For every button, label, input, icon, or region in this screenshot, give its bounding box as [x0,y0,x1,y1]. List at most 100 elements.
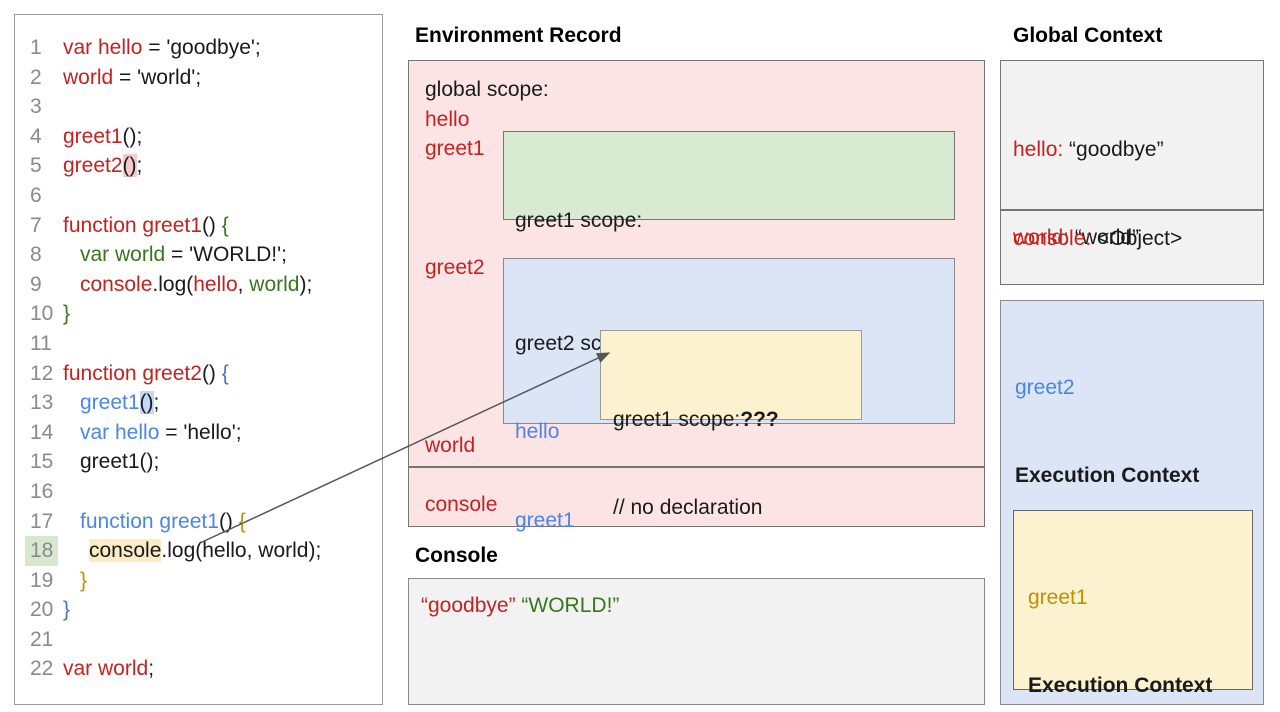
text-token: var world [80,243,166,267]
text-token: greet1 [63,124,123,148]
text-token: , [237,272,250,296]
line-number: 9 [30,272,42,296]
text-token: () [139,391,154,415]
global-context-row-hello: hello: “goodbye” [1013,135,1189,165]
text-token: “goodbye” [421,594,516,617]
greet2-context-name: greet2 [1015,375,1075,399]
code-text: var hello = 'goodbye'; [63,33,261,63]
text-token: hello [193,272,238,296]
text-token: () [201,213,222,237]
line-number: 13 [30,391,54,415]
code-line: 1 var hello = 'goodbye'; [15,33,382,63]
line-number: 2 [30,65,42,89]
code-line: 16 [15,477,382,507]
line-number: 4 [30,124,42,148]
global-context-title: Global Context [1013,24,1163,47]
global-scope-label: global scope: [425,78,549,101]
line-number: 11 [30,331,52,355]
line-number: 7 [30,213,42,237]
line-number: 16 [30,479,54,503]
code-line: 7 function greet1() { [15,211,382,241]
line-number: 5 [30,154,42,178]
text-token: “WORLD!” [521,594,620,617]
code-text: } [80,566,87,596]
greet1-execution-context-box [1013,510,1253,690]
text-token: ); [299,272,313,296]
text-token: world [63,65,114,89]
text-token: hello: [1013,137,1064,161]
text-token: .log( [152,272,194,296]
text-token: world [249,272,300,296]
text-token: { [238,509,246,533]
text-token: var hello [63,36,143,59]
code-text: function greet1() { [80,507,246,537]
line-number: 20 [30,598,54,622]
code-text: } [63,299,70,329]
text-token: ; [148,657,155,681]
line-number: 1 [30,36,42,59]
text-token: ??? [740,407,779,431]
text-token: greet1 [80,391,140,415]
line-number: 6 [30,183,42,207]
code-text: console.log(hello, world); [80,270,312,300]
global-var-hello: hello [425,107,470,131]
code-lines: 1 var hello = 'goodbye'; 2 world = 'world';… [15,33,382,684]
text-token: } [63,598,71,622]
line-number: 12 [30,361,54,385]
text-token: “world” [1069,226,1140,249]
text-token: } [63,302,71,326]
text-token: { [221,213,229,237]
greet1-inner-scope-box [600,330,862,420]
text-token: ; [153,391,160,415]
code-line: 4 greet1(); [15,122,382,152]
code-line: 10} [15,299,382,329]
global-var-console: console [425,492,498,516]
line-number: 15 [30,450,54,474]
code-line: 6 [15,181,382,211]
text-token: function greet2 [63,361,202,385]
line-number: 10 [30,302,54,326]
no-declaration-comment: // no declaration [613,496,763,519]
line-number: 18 [25,536,59,566]
greet1-scope-title: greet1 scope: [515,209,643,232]
text-token: console [89,539,162,563]
text-token: (); [122,124,143,148]
greet1-scope-box [503,131,955,220]
text-token: = 'WORLD!'; [165,243,287,267]
code-text: greet1(); [63,122,142,152]
line-number: 19 [30,568,54,592]
code-text: greet1(); [80,447,159,477]
text-token: } [80,568,88,592]
console-title: Console [415,544,498,567]
text-token: function greet1 [80,509,219,533]
code-line: 15 greet1(); [15,447,382,477]
code-text: function greet2() { [63,359,229,389]
code-line: 11 [15,329,382,359]
line-number: 21 [30,627,54,651]
text-token: var world [63,657,149,681]
text-token: <Object> [1091,227,1183,250]
code-text: world = 'world'; [63,63,201,93]
text-token: var hello [80,420,160,444]
text-token: () [122,154,137,178]
global-context-console-box [1000,210,1264,285]
code-line: 19} [15,566,382,596]
global-context-row-world: world: “world” [1013,223,1189,253]
global-var-greet2: greet2 [425,255,485,279]
greet1-context-name: greet1 [1028,585,1088,609]
code-text: var world; [63,654,154,684]
code-text: function greet1() { [63,211,229,241]
greet1-inner-scope-title: greet1 scope:??? [613,405,779,435]
global-var-world: world [425,433,476,457]
text-token: = 'hello'; [159,420,242,444]
text-token: greet1 scope: [613,407,741,431]
code-editor-panel: 1 var hello = 'goodbye'; 2 world = 'world';… [14,14,383,705]
text-token: “goodbye” [1063,137,1164,161]
code-line: 2 world = 'world'; [15,63,382,93]
code-text: greet1(); [80,388,159,418]
